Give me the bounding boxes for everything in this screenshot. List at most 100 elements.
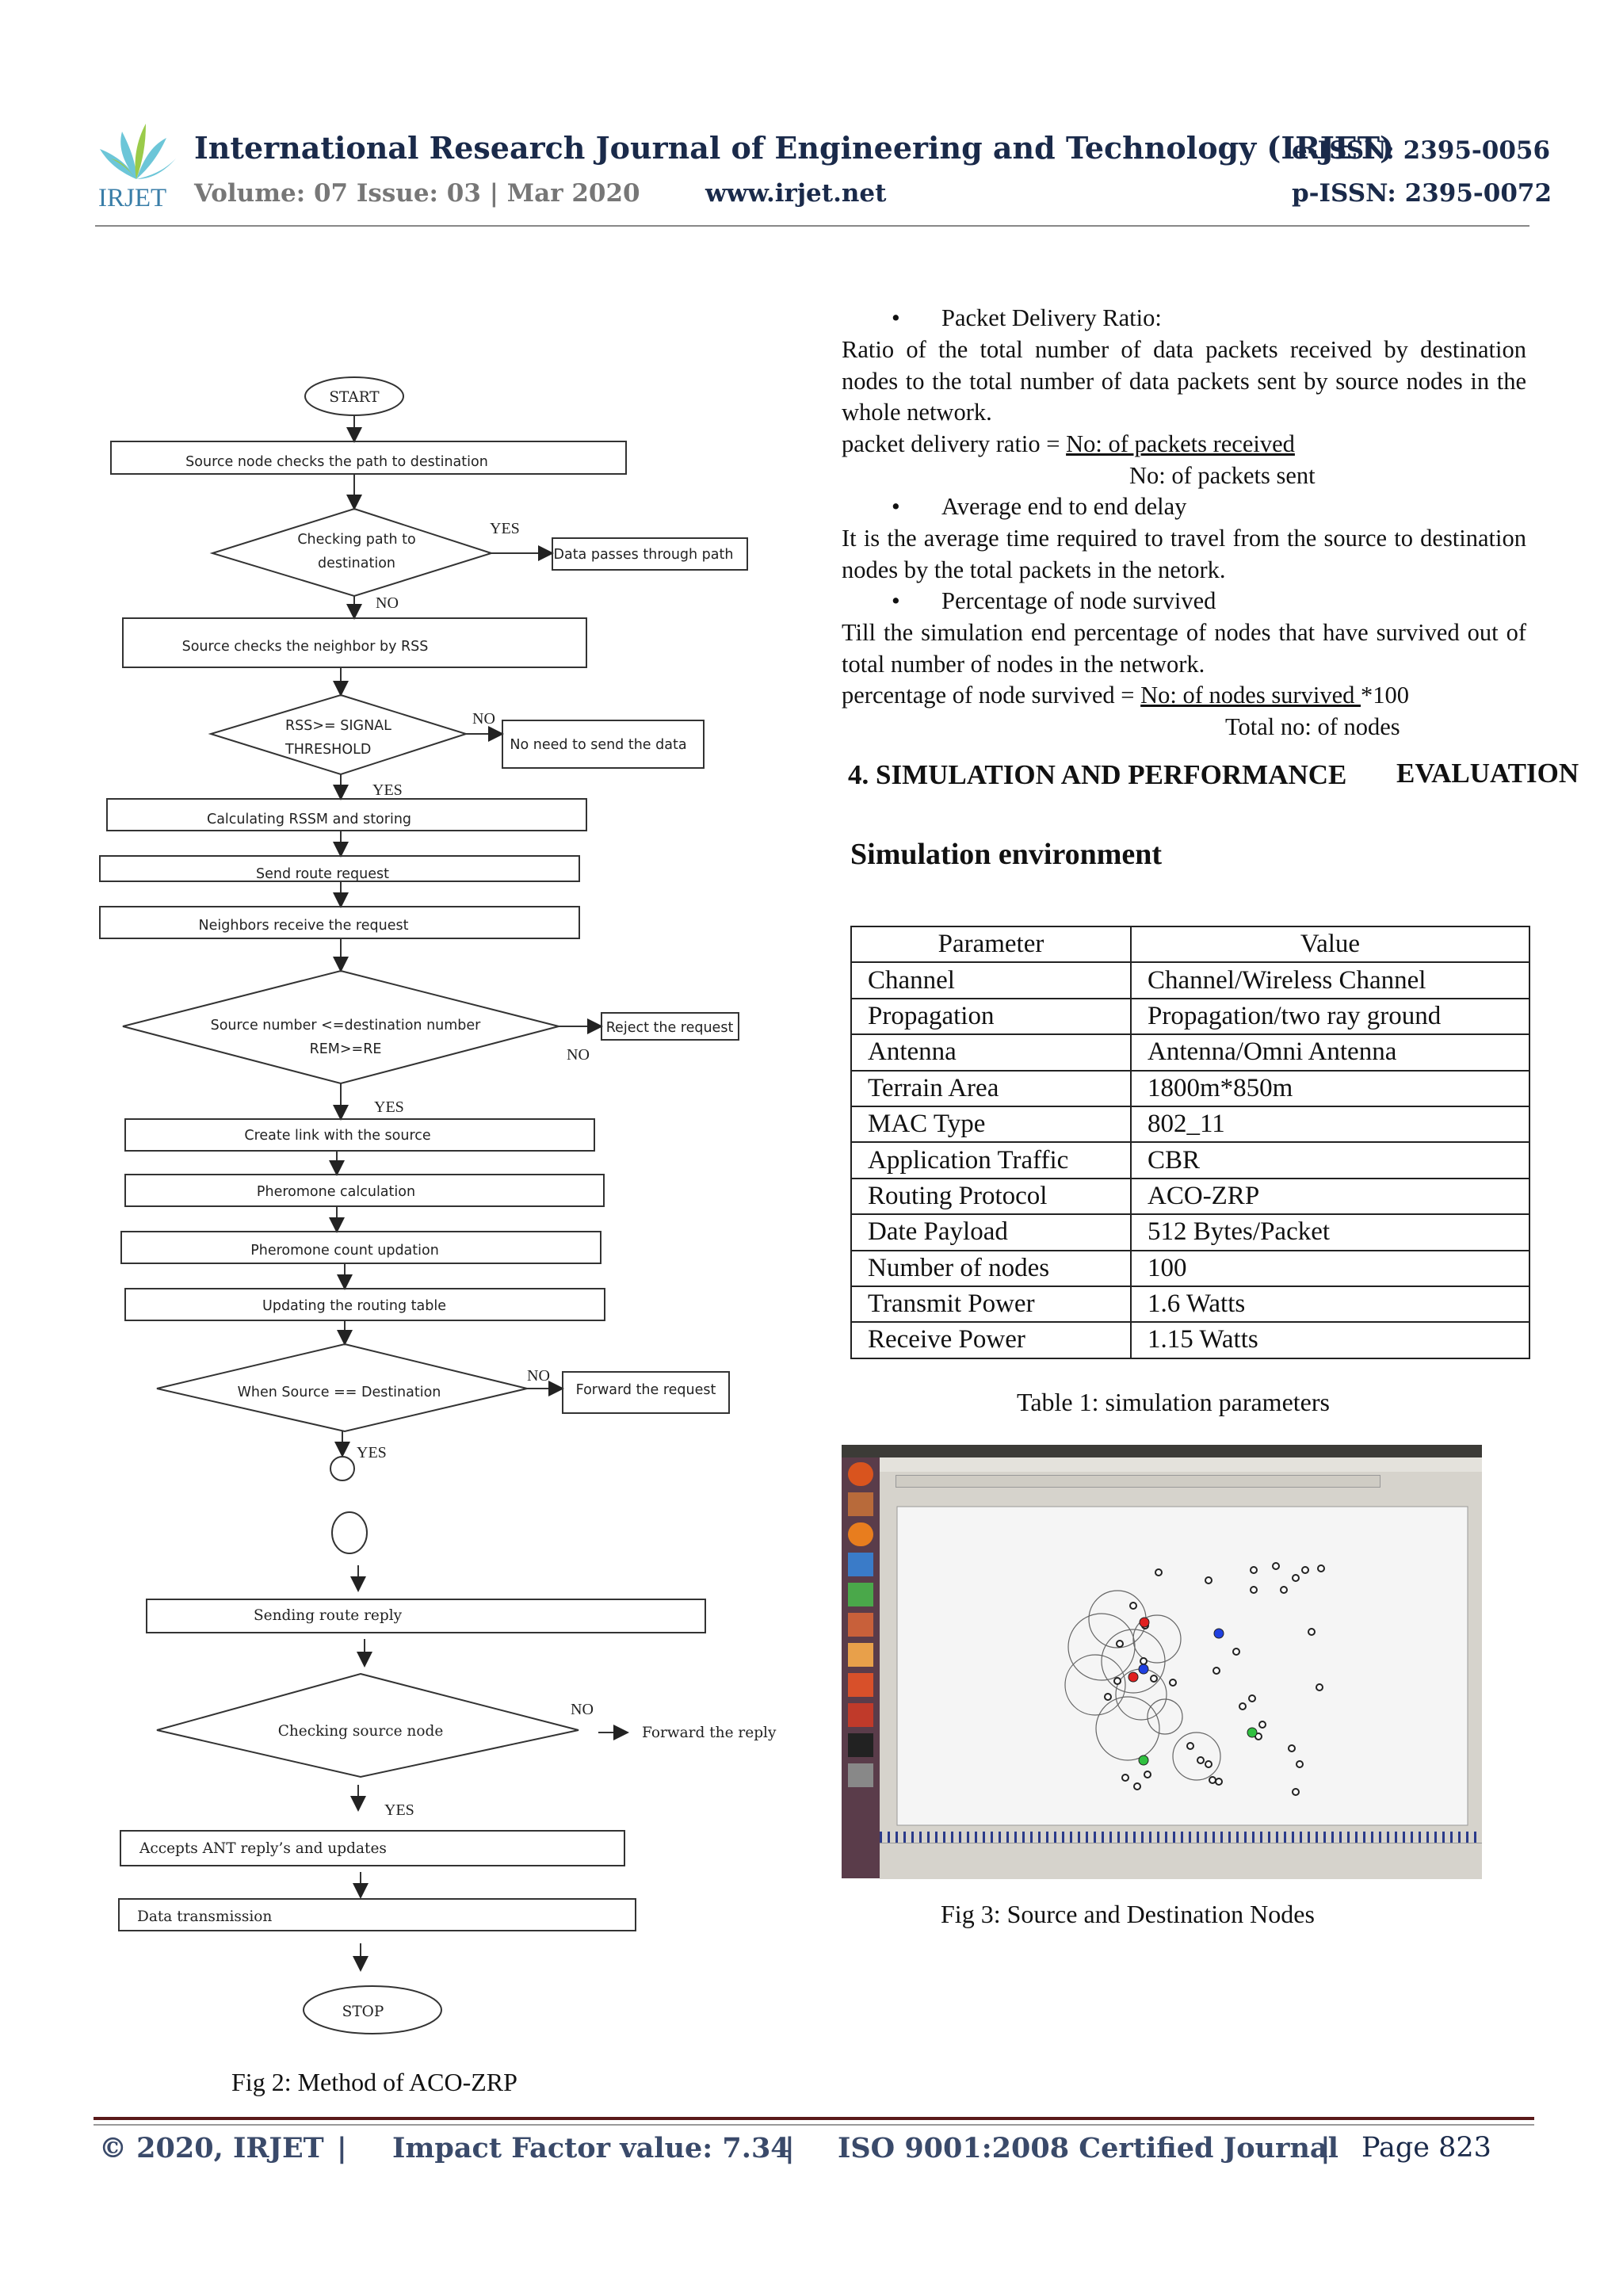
yes-label: YES xyxy=(490,520,520,537)
formula-lhs: packet delivery ratio = xyxy=(842,430,1066,457)
section-heading: 4. SIMULATION AND PERFORMANCE xyxy=(848,759,1346,791)
table-cell: Propagation xyxy=(851,999,1131,1034)
nam-screenshot xyxy=(842,1445,1482,1878)
launcher-icon xyxy=(848,1583,873,1606)
footer-copyright: © 2020, IRJET xyxy=(99,2132,324,2164)
no-label: NO xyxy=(571,1701,594,1718)
table-cell: 1.6 Watts xyxy=(1131,1286,1529,1322)
process-label: Create link with the source xyxy=(244,1128,430,1144)
table-cell: 1.15 Watts xyxy=(1131,1322,1529,1358)
section-heading-continued: EVALUATION xyxy=(1396,758,1579,789)
decision-label: destination xyxy=(318,556,395,571)
table-cell: Antenna/Omni Antenna xyxy=(1131,1034,1529,1070)
page-number: 823 xyxy=(1438,2132,1491,2164)
survived-heading: Percentage of node survived xyxy=(941,586,1216,617)
aco-zrp-flowchart: START Source node checks the path to des… xyxy=(0,0,824,2140)
decision-diamond xyxy=(211,695,466,774)
table-cell: Terrain Area xyxy=(851,1071,1131,1106)
no-label: NO xyxy=(527,1367,550,1385)
decision-diamond xyxy=(212,509,491,596)
pdr-heading: Packet Delivery Ratio: xyxy=(941,303,1162,334)
process-label: Data passes through path xyxy=(554,547,734,563)
process-label: Source checks the neighbor by RSS xyxy=(182,639,429,655)
table-cell: Number of nodes xyxy=(851,1251,1131,1286)
table-row: Date Payload512 Bytes/Packet xyxy=(851,1214,1529,1250)
formula-numerator: No: of nodes survived xyxy=(1140,682,1361,709)
table-row: MAC Type802_11 xyxy=(851,1106,1529,1142)
yes-label: YES xyxy=(357,1444,387,1461)
survived-formula: percentage of node survived = No: of nod… xyxy=(842,680,1409,712)
table-cell: Antenna xyxy=(851,1034,1131,1070)
process-label: Pheromone count updation xyxy=(250,1243,439,1259)
process-box xyxy=(147,1599,705,1633)
bullet-dot: • xyxy=(892,586,900,617)
formula-denominator: No: of packets sent xyxy=(1129,460,1316,492)
yes-label: YES xyxy=(374,1098,404,1116)
process-label: Reject the request xyxy=(606,1020,734,1036)
launcher-icon xyxy=(848,1492,873,1516)
launcher-icon xyxy=(848,1462,873,1486)
no-label: NO xyxy=(472,710,495,728)
decision-label: REM>=RE xyxy=(310,1041,382,1057)
table-cell: Channel/Wireless Channel xyxy=(1131,962,1529,998)
table-cell: ACO-ZRP xyxy=(1131,1179,1529,1214)
delay-description: It is the average time required to trave… xyxy=(842,523,1526,586)
footer-separator: | xyxy=(337,2132,347,2164)
page-label: Page xyxy=(1361,2132,1438,2164)
launcher-icon xyxy=(848,1522,873,1546)
process-label: Neighbors receive the request xyxy=(199,918,409,934)
process-label: Sending route reply xyxy=(254,1607,403,1624)
footer-iso: ISO 9001:2008 Certified Journal xyxy=(838,2132,1338,2164)
table-row: ChannelChannel/Wireless Channel xyxy=(851,962,1529,998)
nam-title-bar xyxy=(842,1445,1482,1457)
subsection-heading: Simulation environment xyxy=(850,837,1162,872)
process-label: Calculating RSSM and storing xyxy=(207,812,411,827)
nam-timeline[interactable] xyxy=(880,1832,1482,1843)
table-cell: Transmit Power xyxy=(851,1286,1131,1322)
process-label: Send route request xyxy=(256,866,389,882)
process-label: Updating the routing table xyxy=(262,1298,446,1314)
launcher-icon xyxy=(848,1703,873,1727)
nam-toolbar xyxy=(880,1472,1482,1492)
launcher-icon xyxy=(848,1733,873,1757)
table-cell: 512 Bytes/Packet xyxy=(1131,1214,1529,1250)
play-controls[interactable] xyxy=(896,1475,1381,1488)
process-label: Forward the request xyxy=(576,1382,716,1398)
launcher-bar xyxy=(842,1457,880,1878)
launcher-icon xyxy=(848,1643,873,1667)
table1-caption: Table 1: simulation parameters xyxy=(1017,1387,1330,1419)
decision-label: RSS>= SIGNAL xyxy=(285,718,391,734)
table-cell: 100 xyxy=(1131,1251,1529,1286)
table-row: AntennaAntenna/Omni Antenna xyxy=(851,1034,1529,1070)
network-topology xyxy=(880,1491,1482,1832)
decision-label: Source number <=destination number xyxy=(211,1018,482,1033)
table-row: Number of nodes100 xyxy=(851,1251,1529,1286)
fig3-caption: Fig 3: Source and Destination Nodes xyxy=(941,1899,1315,1931)
decision-label: THRESHOLD xyxy=(285,742,371,758)
table-cell: Application Traffic xyxy=(851,1142,1131,1178)
process-label: Source node checks the path to destinati… xyxy=(185,454,488,470)
table-cell: Date Payload xyxy=(851,1214,1131,1250)
footer-impact-factor: Impact Factor value: 7.34 xyxy=(392,2132,790,2164)
table-cell: 802_11 xyxy=(1131,1106,1529,1142)
formula-lhs: percentage of node survived = xyxy=(842,682,1140,709)
connector-circle xyxy=(330,1457,354,1480)
table-header-row: Parameter Value xyxy=(851,926,1529,962)
footer-rule xyxy=(94,2117,1534,2120)
table-cell: MAC Type xyxy=(851,1106,1131,1142)
section-heading-main: 4. SIMULATION AND PERFORMANCE xyxy=(848,759,1346,790)
pdr-formula: packet delivery ratio = No: of packets r… xyxy=(842,429,1295,460)
footer-rule-thin xyxy=(94,2124,1534,2126)
footer-separator: | xyxy=(1320,2132,1331,2164)
bullet-dot: • xyxy=(892,303,900,334)
p-issn: p-ISSN: 2395-0072 xyxy=(1292,179,1552,208)
bullet-dot: • xyxy=(892,491,900,523)
table-cell: Channel xyxy=(851,962,1131,998)
process-label: Data transmission xyxy=(137,1908,272,1925)
footer-separator: | xyxy=(785,2132,795,2164)
decision-label: Checking path to xyxy=(297,532,415,548)
no-label: NO xyxy=(567,1046,590,1064)
